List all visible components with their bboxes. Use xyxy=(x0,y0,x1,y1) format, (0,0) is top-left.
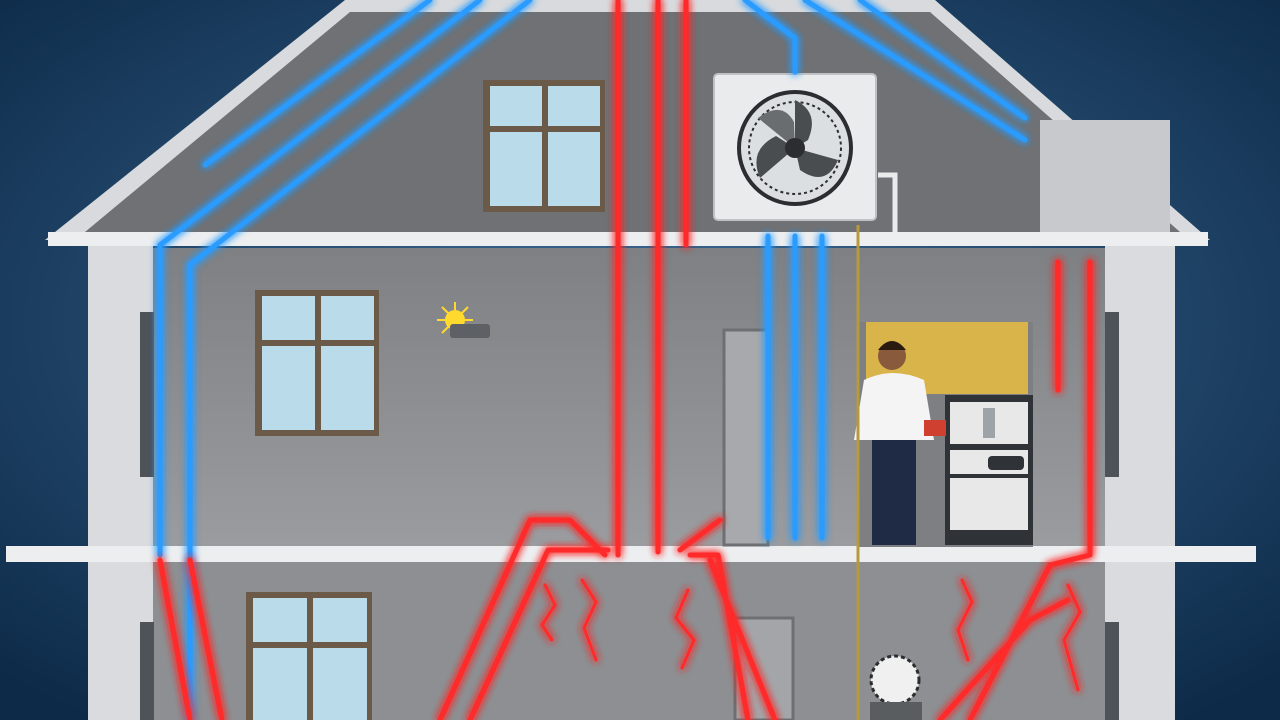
door-second-floor xyxy=(722,328,770,547)
ventilation-unit xyxy=(713,73,898,232)
kitchen-alcove xyxy=(854,322,1033,547)
flower-pot xyxy=(869,654,922,720)
hot-air-ducts xyxy=(157,0,1093,720)
attic-side-panel xyxy=(1040,120,1170,235)
attic-floor-slab xyxy=(48,232,1208,246)
fan-icon xyxy=(737,90,853,206)
person-figure xyxy=(854,341,946,545)
side-window-right-lower xyxy=(1105,622,1119,720)
window-attic xyxy=(483,80,605,212)
window-second-floor xyxy=(255,290,379,436)
second-floor-slab xyxy=(6,546,1256,562)
side-window-right-upper xyxy=(1105,312,1119,477)
sun-icon xyxy=(437,302,490,338)
side-window-left-lower xyxy=(140,622,154,720)
stove-appliance xyxy=(945,395,1033,545)
window-ground-floor xyxy=(246,592,372,720)
side-window-left-upper xyxy=(140,312,154,477)
